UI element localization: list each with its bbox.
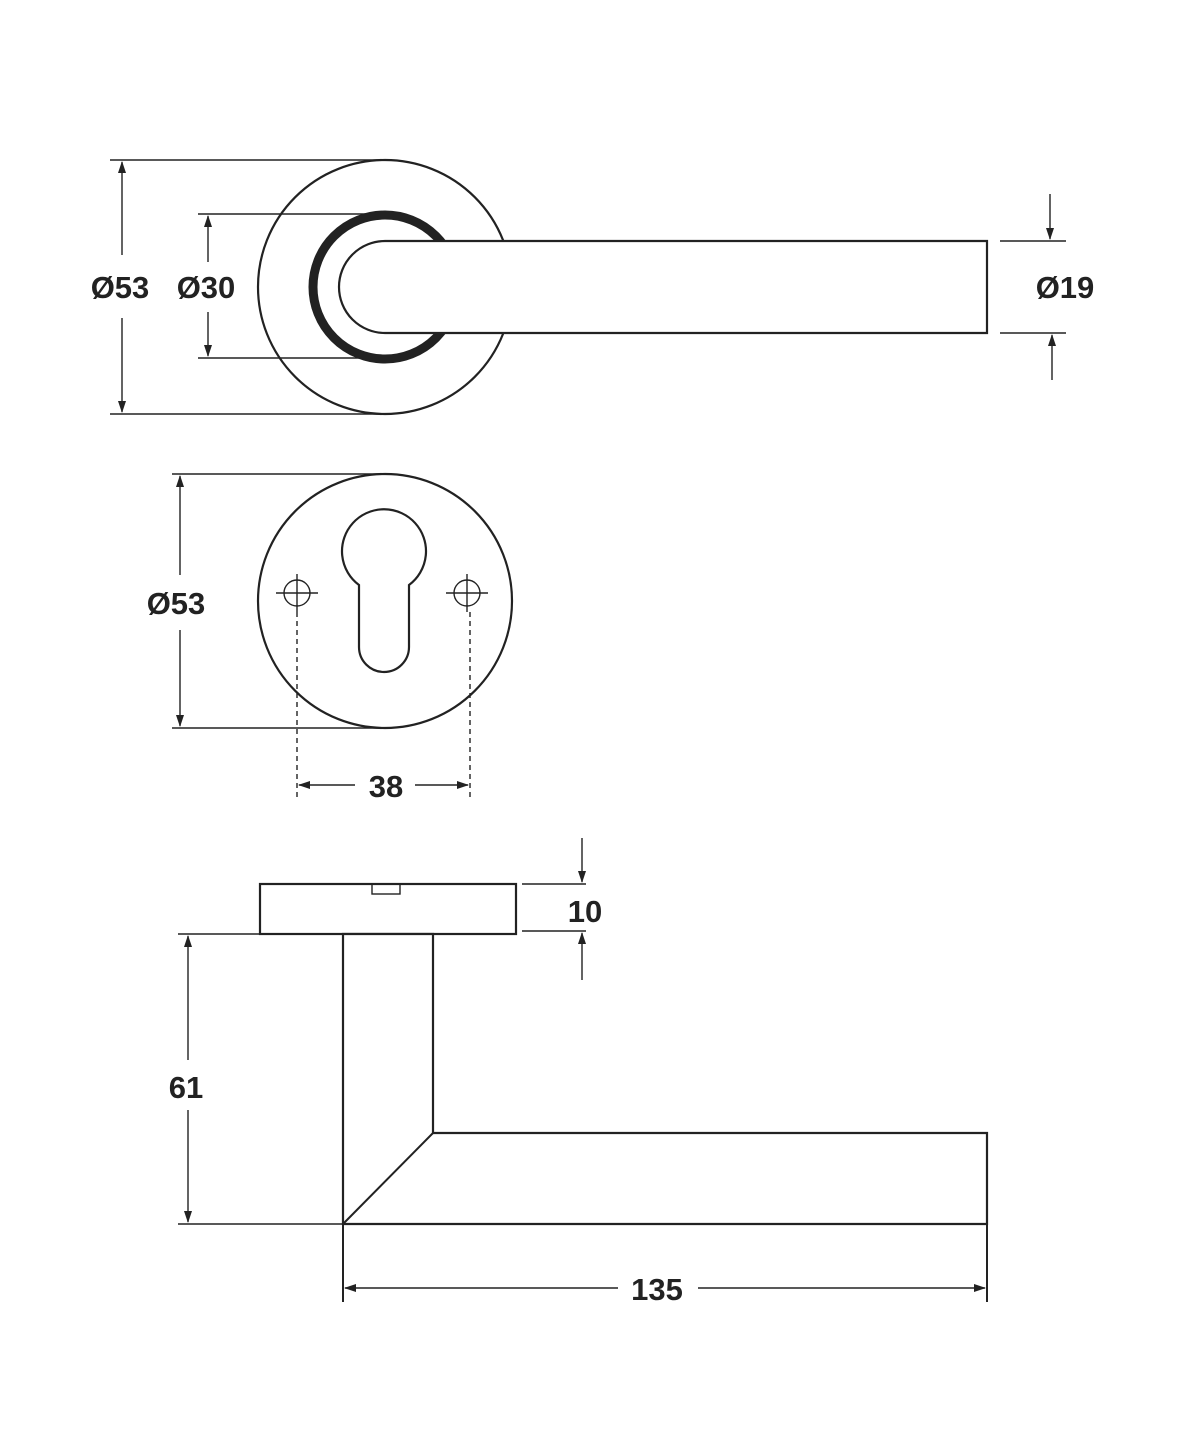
screw-hole-right (446, 574, 488, 800)
screw-spacing-label: 38 (369, 769, 403, 804)
escutcheon-view: Ø53 38 (147, 472, 514, 804)
lever-bend-line (342, 1132, 434, 1225)
top-view: Ø53 Ø30 Ø19 (91, 158, 1095, 416)
rose-notch (371, 883, 401, 895)
escutcheon-diameter-label: Ø53 (147, 586, 206, 621)
lever-length-label: 135 (631, 1272, 683, 1307)
screw-hole-left (276, 574, 318, 800)
projection-label: 61 (169, 1070, 203, 1105)
inner-diameter-label: Ø30 (177, 270, 236, 305)
rose-plate (258, 882, 518, 936)
cylinder-keyhole (340, 508, 428, 674)
rose-thickness-label: 10 (568, 894, 602, 929)
lever-tube (337, 239, 989, 335)
rose-diameter-label: Ø53 (91, 270, 150, 305)
side-view: 10 61 135 (169, 838, 989, 1307)
lever-body (341, 932, 989, 1226)
lever-diameter-label: Ø19 (1036, 270, 1095, 305)
